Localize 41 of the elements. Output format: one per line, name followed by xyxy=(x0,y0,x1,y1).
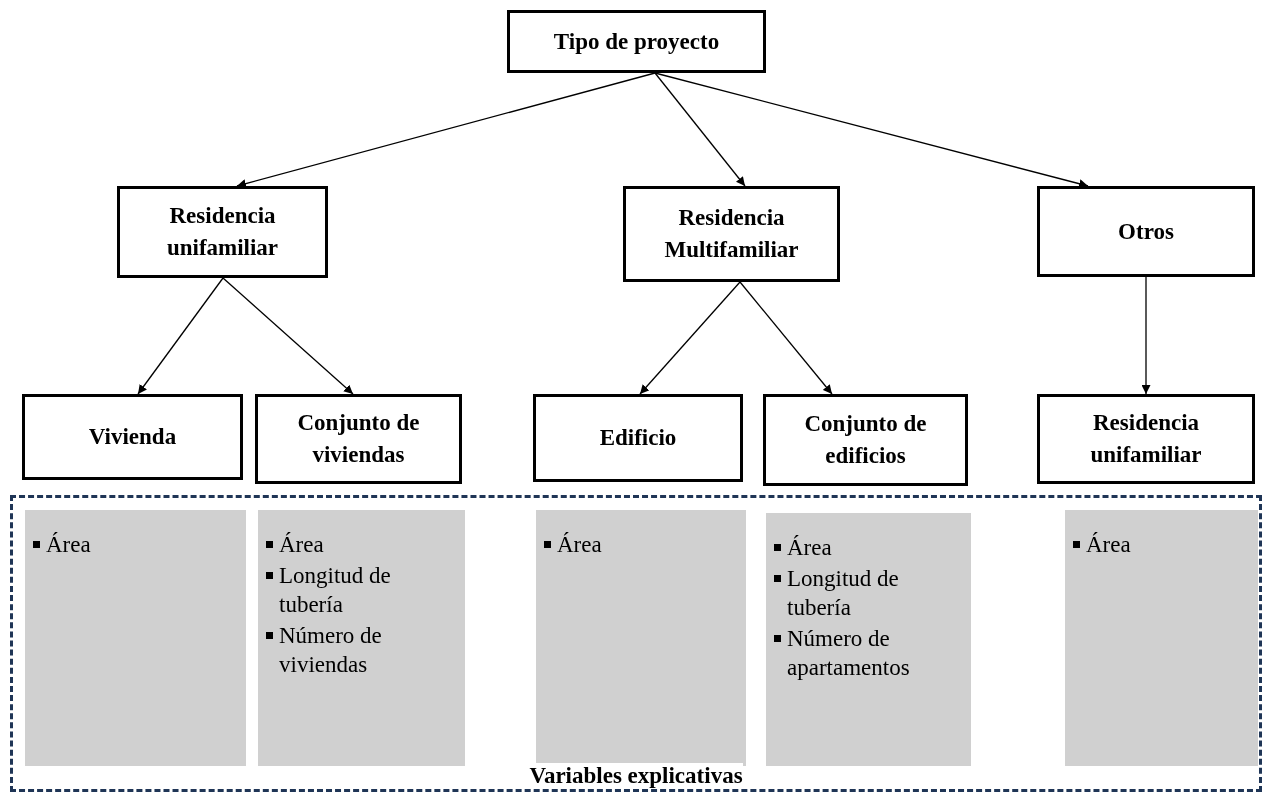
variable-text: Área xyxy=(279,531,324,559)
variable-text: Número de viviendas xyxy=(279,622,383,679)
variable-text: Área xyxy=(1086,531,1131,559)
category-box xyxy=(255,394,462,484)
category-box xyxy=(22,394,243,480)
variable-text: Longitud de tubería xyxy=(787,565,900,622)
category-label: Tipo de proyecto xyxy=(553,27,720,56)
category-label: Residencia unifamiliar xyxy=(1089,409,1203,469)
category-label: Conjunto de edificios xyxy=(803,410,928,470)
group-heading: Variables explicativas xyxy=(529,763,743,788)
variable-text: Longitud de tubería xyxy=(279,562,392,619)
category-label: Edificio xyxy=(599,424,677,452)
variable-panel xyxy=(536,510,746,766)
category-label: Residencia unifamiliar xyxy=(165,202,280,262)
arrow xyxy=(654,72,746,187)
variable-panel xyxy=(258,510,465,766)
category-box xyxy=(623,186,840,282)
variable-text: Área xyxy=(557,531,602,559)
category-box xyxy=(533,394,743,482)
arrow xyxy=(739,281,833,395)
variable-text: Área xyxy=(787,534,832,562)
variable-text: Área xyxy=(46,531,91,559)
variable-text: Número de apartamentos xyxy=(787,625,911,682)
category-box xyxy=(507,10,766,73)
category-box xyxy=(1037,186,1255,277)
arrow xyxy=(1141,276,1151,395)
category-box xyxy=(763,394,968,486)
arrow xyxy=(639,281,741,395)
variable-panel xyxy=(1065,510,1258,766)
category-label: Otros xyxy=(1118,217,1174,246)
category-box xyxy=(117,186,328,278)
category-label: Conjunto de viviendas xyxy=(296,409,421,469)
arrow xyxy=(222,277,354,395)
category-box xyxy=(1037,394,1255,484)
dashed-group-frame xyxy=(10,495,1262,792)
arrow xyxy=(137,277,224,395)
variable-panel xyxy=(25,510,246,766)
arrow xyxy=(236,72,656,188)
category-label: Residencia Multifamiliar xyxy=(663,204,800,264)
variable-panel xyxy=(766,513,971,766)
category-label: Vivienda xyxy=(88,423,177,451)
